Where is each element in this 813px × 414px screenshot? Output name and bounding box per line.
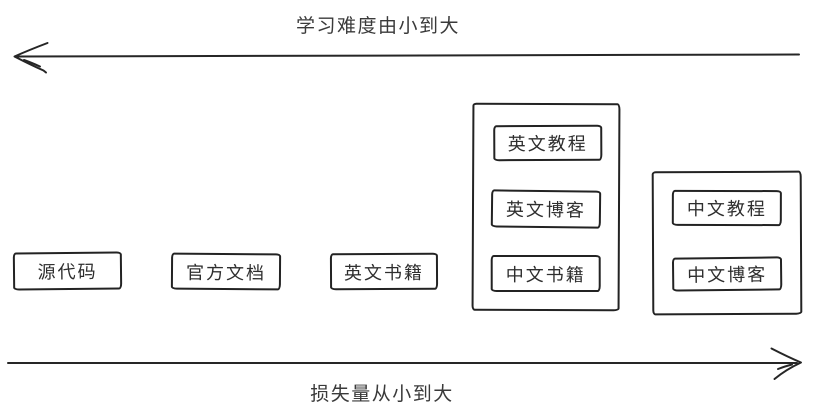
node-english-tutorials: 英文教程: [493, 124, 603, 162]
node-label: 英文书籍: [343, 262, 425, 283]
loss-amount-axis-label: 损失量从小到大: [310, 384, 454, 405]
node-english-blogs: 英文博客: [490, 189, 602, 229]
group-english-resources: 英文教程 英文博客 中文书籍: [471, 102, 621, 312]
node-label: 英文教程: [507, 133, 588, 155]
node-label: 源代码: [37, 261, 98, 283]
right-arrow: [7, 347, 802, 380]
node-label: 英文博客: [505, 199, 587, 221]
node-label: 中文博客: [687, 264, 768, 286]
learning-difficulty-axis-label: 学习难度由小到大: [295, 16, 460, 37]
node-label: 官方文档: [185, 262, 267, 283]
node-label: 中文教程: [686, 198, 767, 220]
node-chinese-blogs: 中文博客: [671, 256, 783, 292]
node-source-code: 源代码: [12, 251, 123, 291]
node-english-books: 英文书籍: [329, 252, 439, 291]
group-chinese-resources: 中文教程 中文博客: [651, 170, 803, 316]
node-chinese-books: 中文书籍: [490, 254, 601, 293]
node-official-docs: 官方文档: [170, 252, 282, 291]
node-chinese-tutorials: 中文教程: [671, 189, 782, 227]
node-label: 中文书籍: [505, 264, 586, 285]
left-arrow: [13, 42, 800, 74]
